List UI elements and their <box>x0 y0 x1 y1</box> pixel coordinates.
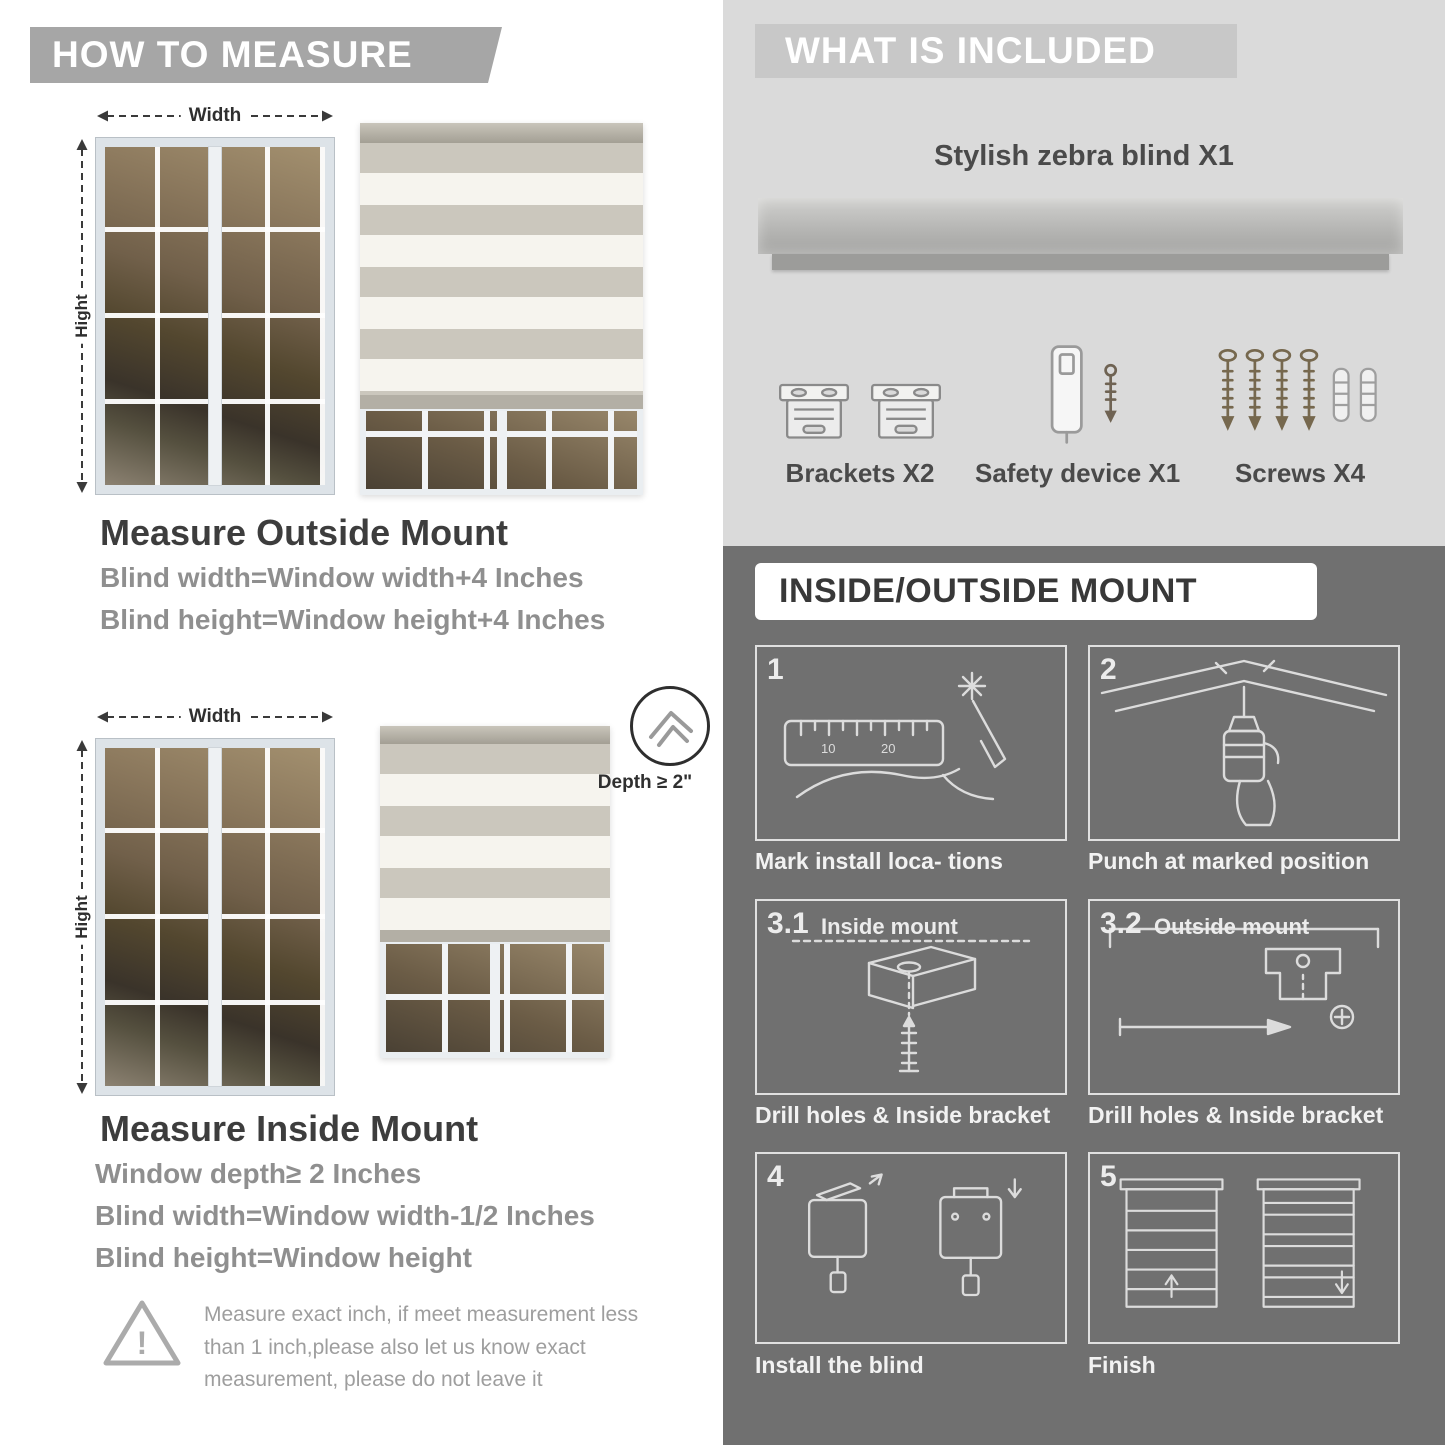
window-illustration <box>95 137 335 495</box>
svg-text:10: 10 <box>821 741 835 756</box>
step-caption-2: Punch at marked position <box>1088 848 1370 874</box>
how-to-measure-title: HOW TO MEASURE <box>52 34 413 75</box>
step-panel-1: 1 10 20 <box>755 645 1067 841</box>
inside-outside-mount-title: INSIDE/OUTSIDE MOUNT <box>779 572 1198 610</box>
step-caption-5: Finish <box>1088 1352 1156 1378</box>
step-panel-3-1: 3.1 Inside mount <box>755 899 1067 1095</box>
blind-stripes <box>360 143 643 395</box>
included-blind-label: Stylish zebra blind X1 <box>934 140 1234 172</box>
window-below-blind <box>360 409 643 495</box>
brackets-label: Brackets X2 <box>785 458 935 488</box>
warning-triangle-icon: ! <box>100 1295 184 1397</box>
window-corner-icon <box>649 711 693 747</box>
included-section-background <box>723 0 1445 546</box>
outside-mount-formula-width: Blind width=Window width+4 Inches <box>100 562 584 593</box>
included-item-screws: Screws X4 <box>1200 336 1400 489</box>
outside-mount-heading: Measure Outside Mount <box>100 512 509 553</box>
inside-mount-depth-rule: Window depth≥ 2 Inches <box>95 1158 422 1189</box>
step-panel-2: 2 <box>1088 645 1400 841</box>
step-title: Inside mount <box>821 914 958 939</box>
step-caption-3-2: Drill holes & Inside bracket <box>1088 1102 1384 1128</box>
step-panel-3-2: 3.2 Outside mount <box>1088 899 1400 1095</box>
screws-icon <box>1200 336 1400 448</box>
blind-top-rail <box>360 123 643 143</box>
zebra-blind-illustration <box>360 123 643 495</box>
mark-location-illustration: 10 20 <box>783 671 1007 801</box>
blind-bottom-rail <box>360 395 643 409</box>
finish-illustration <box>1119 1178 1361 1308</box>
mount-section-background <box>723 546 1445 1445</box>
inside-mount-figure: Width Hight <box>72 686 710 1098</box>
height-label: Hight <box>72 889 92 945</box>
step-number: 2 <box>1100 653 1117 686</box>
step-caption-1: Mark install loca- tions <box>755 848 1003 874</box>
height-measure-arrow: Hight <box>71 738 93 1096</box>
screws-label: Screws X4 <box>1234 458 1366 488</box>
svg-text:20: 20 <box>881 741 895 756</box>
warning-text: Measure exact inch, if meet measurement … <box>204 1303 639 1392</box>
zebra-blind-headrail-image <box>758 198 1403 270</box>
outside-mount-figure: Width Hight <box>72 103 660 501</box>
safety-device-label: Safety device X1 <box>975 458 1181 488</box>
inside-mount-heading: Measure Inside Mount <box>100 1108 479 1149</box>
safety-device-icon <box>975 336 1180 448</box>
included-item-brackets: Brackets X2 <box>765 336 955 489</box>
install-blind-illustration <box>807 1173 1022 1297</box>
step-number: 1 <box>767 653 784 686</box>
height-arrow-icon <box>76 740 88 1094</box>
depth-label: Depth ≥ 2" <box>597 772 693 793</box>
inside-outside-mount-banner: INSIDE/OUTSIDE MOUNT <box>755 563 1317 620</box>
step-panel-5: 5 <box>1088 1152 1400 1344</box>
step-caption-3-1: Drill holes & Inside bracket <box>755 1102 1051 1128</box>
warning-exclamation: ! <box>137 1325 148 1361</box>
window-below-blind <box>380 942 610 1058</box>
step-panel-4: 4 <box>755 1152 1067 1344</box>
window-center-bar <box>209 147 221 485</box>
what-is-included-banner: WHAT IS INCLUDED <box>755 24 1237 78</box>
drill-punch-illustration <box>1100 659 1388 827</box>
included-item-safety-device: Safety device X1 <box>975 336 1180 489</box>
window-panes <box>105 147 325 485</box>
brackets-icon <box>765 336 955 448</box>
height-measure-arrow: Hight <box>71 137 93 495</box>
outside-bracket-illustration <box>1108 927 1380 1037</box>
headrail-lip <box>772 254 1389 270</box>
step-number: 3.2 <box>1100 907 1142 940</box>
step-number: 5 <box>1100 1160 1117 1193</box>
width-measure-arrow: Width <box>95 706 335 728</box>
depth-magnifier-circle-icon <box>630 686 710 766</box>
blind-top-rail <box>380 726 610 744</box>
inside-mount-formula-width: Blind width=Window width-1/2 Inches <box>95 1200 595 1231</box>
inside-mount-formula-height: Blind height=Window height <box>95 1242 472 1273</box>
what-is-included-title: WHAT IS INCLUDED <box>785 30 1156 71</box>
width-label: Width <box>180 706 250 728</box>
how-to-measure-banner: HOW TO MEASURE <box>30 27 502 83</box>
zebra-blind-illustration <box>380 726 610 1058</box>
blind-stripes <box>380 744 610 930</box>
window-illustration <box>95 738 335 1096</box>
inside-bracket-illustration <box>791 939 1031 1073</box>
step-caption-4: Install the blind <box>755 1352 924 1378</box>
measure-warning: ! Measure exact inch, if meet measuremen… <box>100 1295 640 1397</box>
height-label: Hight <box>72 288 92 344</box>
step-title: Outside mount <box>1154 914 1310 939</box>
width-label: Width <box>180 105 250 127</box>
step-number: 4 <box>767 1160 784 1193</box>
outside-mount-formula-height: Blind height=Window height+4 Inches <box>100 604 606 635</box>
window-panes <box>105 748 325 1086</box>
width-measure-arrow: Width <box>95 105 335 127</box>
step-number: 3.1 <box>767 907 809 940</box>
depth-callout: Depth ≥ 2" <box>570 686 720 794</box>
window-center-bar <box>209 748 221 1086</box>
blind-bottom-rail <box>380 930 610 942</box>
height-arrow-icon <box>76 139 88 493</box>
